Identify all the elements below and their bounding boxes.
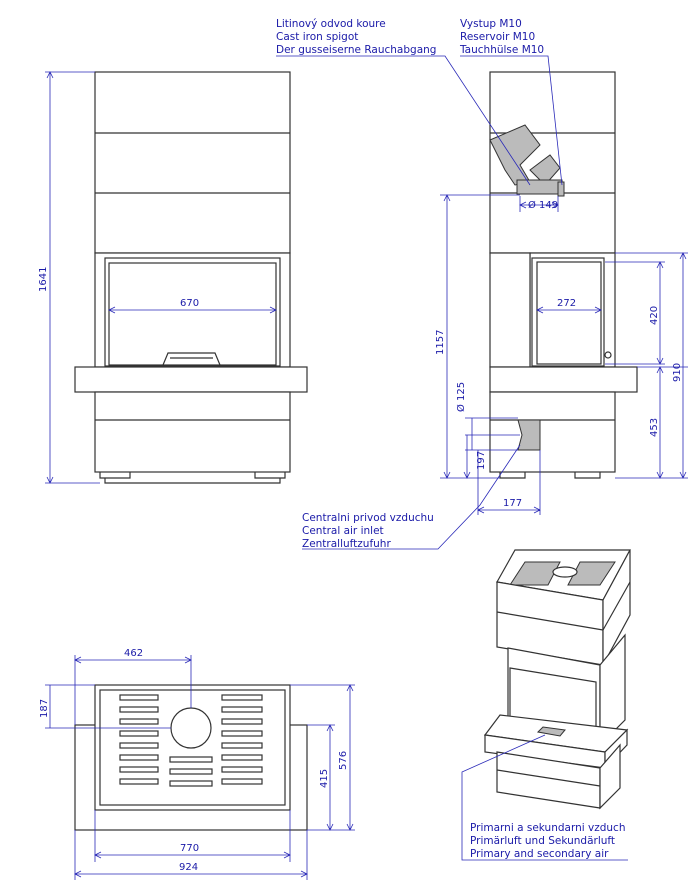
dim-576: 576 — [338, 751, 349, 770]
dim-415: 415 — [319, 769, 330, 788]
svg-text:Zentralluftzufuhr: Zentralluftzufuhr — [302, 538, 391, 550]
callout-primary-air: Primarni a sekundarni vzduch Primärluft … — [461, 734, 628, 861]
callout-air-inlet: Centralni privod vzduchu Central air inl… — [302, 444, 521, 550]
side-dimensions: Ø 149 1157 272 420 910 453 Ø 125 197 177 — [435, 194, 688, 515]
top-view — [74, 684, 308, 831]
svg-text:Central air inlet: Central air inlet — [302, 525, 384, 537]
svg-text:Primary and secondary air: Primary and secondary air — [470, 848, 609, 860]
svg-text:Reservoir M10: Reservoir M10 — [460, 31, 535, 43]
front-view — [74, 71, 308, 484]
dim-149: Ø 149 — [528, 199, 558, 211]
svg-text:Tauchhülse M10: Tauchhülse M10 — [459, 44, 544, 56]
front-dimensions: 1641 670 — [38, 71, 277, 484]
svg-text:Der gusseiserne Rauchabgang: Der gusseiserne Rauchabgang — [276, 44, 436, 56]
dim-272: 272 — [557, 298, 576, 309]
dim-1641: 1641 — [38, 267, 49, 292]
svg-text:Primarni a sekundarni vzduch: Primarni a sekundarni vzduch — [470, 822, 625, 834]
callout-spigot: Litinový odvod koure Cast iron spigot De… — [276, 18, 531, 186]
dim-1157: 1157 — [435, 330, 446, 355]
dim-420: 420 — [649, 306, 660, 325]
dim-670: 670 — [180, 298, 199, 309]
dim-187: 187 — [39, 699, 50, 718]
dim-125: Ø 125 — [455, 382, 467, 412]
svg-text:Vystup M10: Vystup M10 — [460, 18, 522, 30]
svg-text:Litinový odvod koure: Litinový odvod koure — [276, 18, 386, 30]
dim-453: 453 — [649, 418, 660, 437]
dim-924: 924 — [179, 862, 198, 873]
dim-910: 910 — [672, 363, 683, 382]
svg-text:Primärluft und Sekundärluft: Primärluft und Sekundärluft — [470, 835, 615, 847]
isometric-view — [483, 549, 632, 810]
dim-770: 770 — [180, 843, 199, 854]
grille-slats — [119, 694, 263, 787]
svg-text:Cast iron spigot: Cast iron spigot — [276, 31, 358, 43]
dim-462: 462 — [124, 648, 143, 659]
dim-197: 197 — [476, 451, 487, 470]
side-view — [489, 71, 638, 479]
dim-177: 177 — [503, 498, 522, 509]
svg-text:Centralni privod vzduchu: Centralni privod vzduchu — [302, 512, 434, 524]
top-dimensions: 462 187 576 415 770 924 — [39, 648, 355, 880]
callout-reservoir: Vystup M10 Reservoir M10 Tauchhülse M10 — [459, 18, 563, 186]
